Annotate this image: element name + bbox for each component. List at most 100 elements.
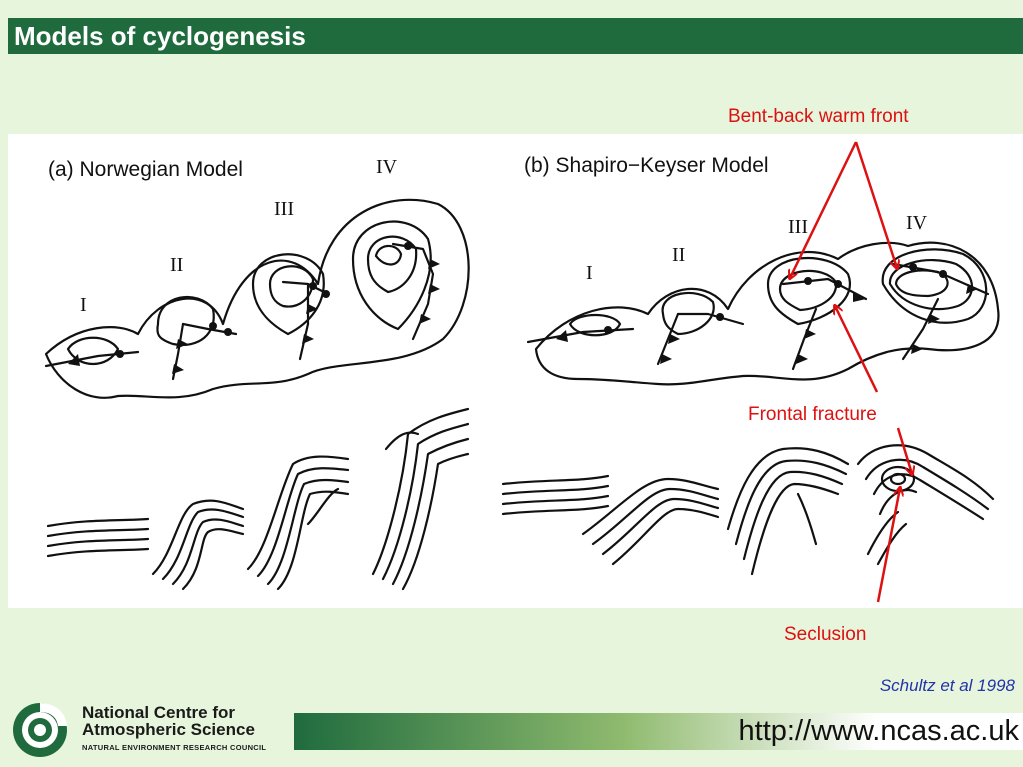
norwegian-front-marker-13 [428,284,440,294]
norwegian-stream-16 [391,437,470,586]
panel-b-letter: (b) [524,154,550,177]
shapiro-stream-7 [601,497,720,556]
norwegian-stage-3: III [274,198,294,220]
footer-url[interactable]: http://www.ncas.ac.uk [738,715,1019,747]
logo-subtitle: NATURAL ENVIRONMENT RESEARCH COUNCIL [82,743,267,752]
norwegian-envelope [44,198,470,399]
shapiro-stream-1 [501,474,610,486]
norwegian-stream-1 [46,517,150,528]
shapiro-front-marker-8 [853,292,866,302]
norwegian-front-marker-11 [404,242,412,250]
shapiro-stream-13 [796,492,818,546]
shapiro-stream-3 [501,494,610,506]
shapiro-stage-2: II [672,244,686,266]
shapiro-front-marker-13 [966,284,978,294]
norwegian-stream-2 [46,527,150,538]
norwegian-stream-18 [384,431,420,451]
norwegian-stage-4: IV [376,156,398,178]
norwegian-front-3 [281,280,330,296]
norwegian-front-1 [44,350,140,368]
panel-b-heading: (b) Shapiro−Keyser Model [524,154,769,178]
ncas-logo: National Centre for Atmospheric Science … [10,700,290,760]
norwegian-front-marker-2 [116,350,124,358]
shapiro-stream-9 [726,447,850,531]
shapiro-stream-17 [878,488,918,516]
shapiro-front-marker-1 [556,330,568,342]
norwegian-stream-10 [256,467,350,578]
norwegian-front-marker-9 [306,304,318,314]
shapiro-stream-14 [856,444,995,501]
norwegian-stream-6 [161,508,245,581]
panel-a-title: Norwegian Model [79,158,243,181]
cyclogenesis-figure [44,198,1000,591]
shapiro-isobar-2 [661,291,715,336]
shapiro-stream-18 [866,510,900,556]
norwegian-front-marker-1 [68,354,80,366]
shapiro-front-marker-2 [604,326,612,334]
norwegian-stream-11 [266,478,350,586]
norwegian-front-marker-8 [322,290,330,298]
norwegian-front-marker-12 [428,259,440,269]
norwegian-front-marker-4 [224,328,232,336]
shapiro-stream-5 [581,477,720,536]
norwegian-stream-3 [46,537,150,548]
norwegian-front-3b [298,282,310,361]
norwegian-front-marker-7 [309,282,317,290]
shapiro-front-marker-14 [928,314,940,324]
norwegian-stream-7 [171,518,245,586]
shapiro-stream-6 [591,487,720,546]
shapiro-front-marker-9 [804,329,816,339]
shapiro-front-1 [526,327,635,344]
shapiro-stage-3: III [788,216,808,238]
shapiro-stage-1: I [586,262,593,284]
shapiro-front-marker-7 [834,280,842,288]
shapiro-envelope [534,241,1000,386]
norwegian-stream-13 [306,487,340,526]
footer-bar: http://www.ncas.ac.uk [294,713,1023,750]
norwegian-isobar-7 [374,244,403,266]
frontal-fracture-label: Frontal fracture [748,404,877,425]
norwegian-isobar-1 [66,336,120,365]
panel-a-heading: (a) Norwegian Model [48,158,243,182]
norwegian-stream-8 [181,528,245,591]
shapiro-isobar-4 [778,269,838,312]
bent-back-warm-front-label: Bent-back warm front [728,106,909,127]
shapiro-stream-12 [750,482,840,576]
shapiro-front-marker-4 [668,334,680,344]
citation: Schultz et al 1998 [879,676,1015,695]
norwegian-isobar-2 [156,295,215,347]
slide-title: Models of cyclogenesis [14,21,306,51]
shapiro-stream-4 [501,504,610,516]
shapiro-stage-4: IV [906,212,928,234]
logo-name: National Centre for Atmospheric Science [82,703,255,739]
norwegian-isobar-5 [351,220,432,331]
shapiro-front-2b [656,312,680,366]
shapiro-front-marker-5 [660,354,672,364]
norwegian-stage-2: II [170,254,184,276]
norwegian-front-marker-14 [419,314,431,324]
shapiro-stream-2 [501,484,610,496]
shapiro-front-marker-15 [911,344,923,354]
norwegian-stream-5 [151,499,245,576]
shapiro-front-marker-11 [909,263,917,271]
norwegian-stream-4 [46,547,150,558]
title-bar: Models of cyclogenesis [8,18,1023,54]
norwegian-front-marker-3 [209,322,217,330]
norwegian-isobar-4 [268,265,315,308]
shapiro-isobar-7 [894,269,949,298]
shapiro-stream-15 [864,458,990,511]
panel-a-letter: (a) [48,158,74,181]
norwegian-stream-15 [381,422,470,581]
shapiro-stream-8 [611,507,720,566]
shapiro-isobar-5 [881,248,988,324]
seclusion-label: Seclusion [784,624,867,645]
norwegian-stage-1: I [80,294,87,316]
shapiro-front-marker-3 [716,313,724,321]
shapiro-stream-16 [872,473,985,521]
norwegian-isobar-3 [251,253,325,336]
shapiro-stream-11 [742,470,844,561]
shapiro-front-4b [901,297,940,361]
norwegian-front-marker-6 [172,364,184,374]
shapiro-front-marker-12 [939,270,947,278]
norwegian-front-marker-10 [302,334,314,344]
